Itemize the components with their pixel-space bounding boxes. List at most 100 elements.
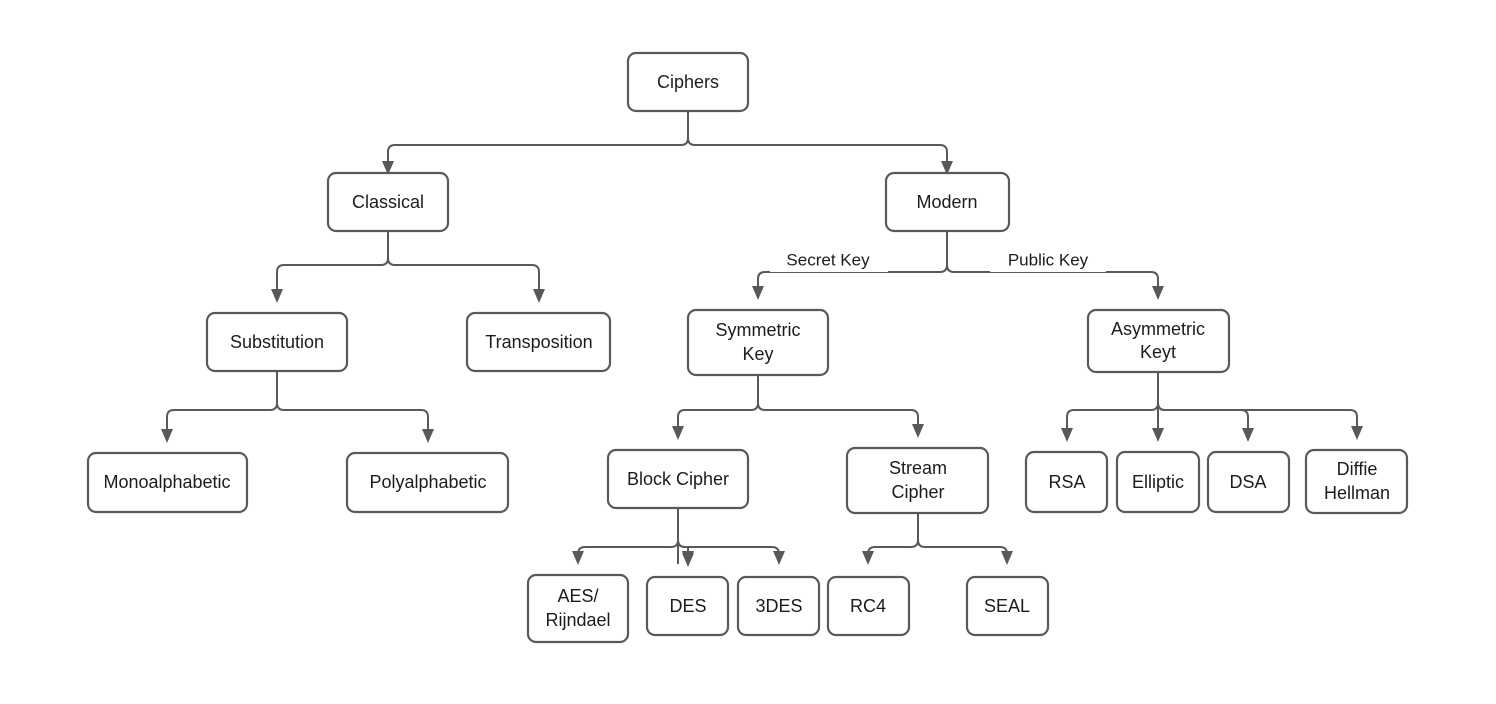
node-stream-cipher-box[interactable]: [845, 446, 990, 515]
node-des-label: DES: [669, 596, 706, 616]
edge-asymmetric-rsa: [1066, 372, 1159, 439]
edge-stream-rc4: [867, 513, 919, 562]
arrowhead-aes: [572, 551, 584, 565]
edge-substitution-polyalphabetic: [276, 371, 429, 440]
node-diffie-hellman-box[interactable]: [1304, 448, 1409, 515]
arrowhead-diffie-hellman: [1351, 426, 1363, 440]
node-rc4-label: RC4: [850, 596, 886, 616]
node-rc4-box[interactable]: [826, 575, 911, 637]
node-modern-box[interactable]: [884, 171, 1011, 233]
node-3des-label: 3DES: [755, 596, 802, 616]
node-rsa[interactable]: RSA: [1024, 450, 1109, 514]
node-modern-label: Modern: [916, 192, 977, 212]
node-classical-label: Classical: [352, 192, 424, 212]
node-diffie-hellman[interactable]: Diffie Hellman: [1304, 448, 1409, 515]
node-transposition[interactable]: Transposition: [465, 311, 612, 373]
node-block-cipher-box[interactable]: [606, 448, 750, 510]
node-dsa-label: DSA: [1229, 472, 1266, 492]
edge-classical-substitution: [276, 231, 389, 300]
edge-substitution-monoalphabetic: [166, 371, 278, 440]
edge-block-aes: [577, 508, 679, 562]
node-classical[interactable]: Classical: [326, 171, 450, 233]
node-seal-box[interactable]: [965, 575, 1050, 637]
node-stream-cipher[interactable]: Stream Cipher: [845, 446, 990, 515]
edge-symmetric-block-cipher: [677, 375, 759, 437]
node-seal-label: SEAL: [984, 596, 1030, 616]
node-des[interactable]: DES: [645, 575, 730, 637]
node-seal[interactable]: SEAL: [965, 575, 1050, 637]
node-polyalphabetic-box[interactable]: [345, 451, 510, 514]
node-diffie-hellman-label-line1: Diffie: [1337, 459, 1378, 479]
node-asymmetric-key-box[interactable]: [1086, 308, 1231, 374]
edge-label-public-key: Public Key: [1008, 250, 1089, 269]
arrowhead-polyalphabetic: [422, 429, 434, 443]
node-asymmetric-key-label-line1: Asymmetric: [1111, 319, 1205, 339]
node-symmetric-key-label-line1: Symmetric: [716, 320, 801, 340]
arrowhead-3des: [773, 551, 785, 565]
node-ciphers[interactable]: Ciphers: [626, 51, 750, 113]
node-dsa-box[interactable]: [1206, 450, 1291, 514]
edge-classical-transposition: [387, 231, 540, 300]
node-monoalphabetic-label: Monoalphabetic: [103, 472, 230, 492]
node-block-cipher-label: Block Cipher: [627, 469, 729, 489]
node-symmetric-key-label-line2: Key: [742, 344, 773, 364]
node-transposition-box[interactable]: [465, 311, 612, 373]
node-substitution[interactable]: Substitution: [205, 311, 349, 373]
edge-label-layer: Secret Key Public Key: [770, 248, 1106, 272]
node-ciphers-label: Ciphers: [657, 72, 719, 92]
edge-asymmetric-dsa: [1157, 372, 1249, 439]
node-rsa-box[interactable]: [1024, 450, 1109, 514]
node-elliptic[interactable]: Elliptic: [1115, 450, 1201, 514]
node-polyalphabetic-label: Polyalphabetic: [369, 472, 486, 492]
node-des-box[interactable]: [645, 575, 730, 637]
arrowhead-des-2: [682, 551, 694, 565]
node-rsa-label: RSA: [1048, 472, 1085, 492]
node-stream-cipher-label-line2: Cipher: [891, 482, 944, 502]
node-aes-rijndael[interactable]: AES/ Rijndael: [526, 573, 630, 644]
arrowhead-transposition: [533, 289, 545, 303]
arrowhead-seal: [1001, 551, 1013, 565]
edge-symmetric-stream-cipher: [757, 375, 919, 435]
node-asymmetric-key-label-line2: Keyt: [1140, 342, 1176, 362]
node-polyalphabetic[interactable]: Polyalphabetic: [345, 451, 510, 514]
public-key-label-backing: [990, 248, 1106, 272]
node-layer: Ciphers Classical Modern Substitution Tr…: [86, 51, 1409, 644]
node-transposition-label: Transposition: [485, 332, 592, 352]
node-symmetric-key-box[interactable]: [686, 308, 830, 377]
arrowhead-dsa: [1242, 428, 1254, 442]
node-ciphers-box[interactable]: [626, 51, 750, 113]
secret-key-label-backing: [770, 248, 888, 272]
arrowhead-classical: [382, 161, 394, 175]
arrowhead-elliptic: [1152, 428, 1164, 442]
arrowhead-rsa: [1061, 428, 1073, 442]
arrowhead-modern: [941, 161, 953, 175]
arrowhead-stream-cipher: [912, 424, 924, 438]
node-modern[interactable]: Modern: [884, 171, 1011, 233]
node-classical-box[interactable]: [326, 171, 450, 233]
node-elliptic-box[interactable]: [1115, 450, 1201, 514]
node-3des-box[interactable]: [736, 575, 821, 637]
node-3des[interactable]: 3DES: [736, 575, 821, 637]
edge-layer: [161, 111, 1363, 567]
node-monoalphabetic[interactable]: Monoalphabetic: [86, 451, 249, 514]
arrowhead-asymmetric: [1152, 286, 1164, 300]
node-substitution-label: Substitution: [230, 332, 324, 352]
arrowhead-symmetric: [752, 286, 764, 300]
node-rc4[interactable]: RC4: [826, 575, 911, 637]
node-aes-rijndael-label-line2: Rijndael: [545, 610, 610, 630]
node-monoalphabetic-box[interactable]: [86, 451, 249, 514]
arrowhead-rc4: [862, 551, 874, 565]
node-asymmetric-key[interactable]: Asymmetric Keyt: [1086, 308, 1231, 374]
node-symmetric-key[interactable]: Symmetric Key: [686, 308, 830, 377]
arrowhead-substitution: [271, 289, 283, 303]
node-aes-rijndael-box[interactable]: [526, 573, 630, 644]
node-block-cipher[interactable]: Block Cipher: [606, 448, 750, 510]
node-dsa[interactable]: DSA: [1206, 450, 1291, 514]
node-substitution-box[interactable]: [205, 311, 349, 373]
node-stream-cipher-label-line1: Stream: [889, 458, 947, 478]
edge-label-secret-key: Secret Key: [786, 250, 870, 269]
node-aes-rijndael-label-line1: AES/: [557, 586, 598, 606]
edge-ciphers-modern: [687, 111, 948, 162]
